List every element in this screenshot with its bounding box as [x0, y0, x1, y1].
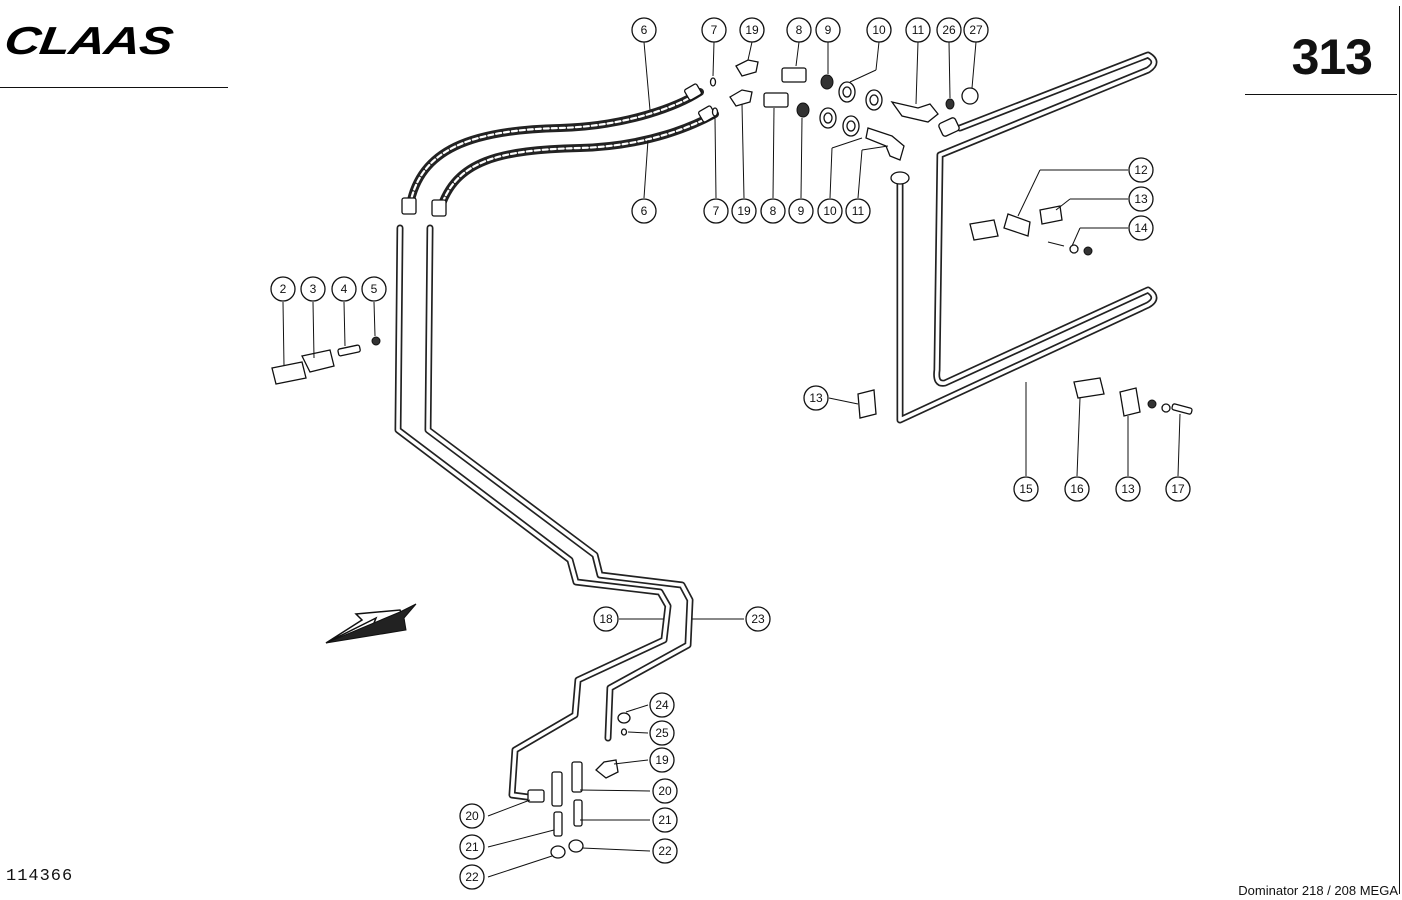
callout-17: 17	[1165, 476, 1191, 502]
callout-label: 9	[825, 23, 832, 37]
callout-label: 18	[599, 612, 613, 626]
callout-label: 24	[655, 698, 669, 712]
callout-9-top: 9	[815, 17, 841, 43]
callout-label: 10	[823, 204, 837, 218]
callout-24: 24	[649, 692, 675, 718]
pipe-15	[890, 51, 1158, 424]
part-callouts: 6 7 19 8 9 10 11 26 27 6 7 19 8 9 10 11 …	[270, 17, 1191, 890]
callout-label: 25	[655, 726, 669, 740]
callout-19-bottom: 19	[731, 198, 757, 224]
callout-26: 26	[936, 17, 962, 43]
callout-label: 26	[942, 23, 956, 37]
callout-11-top: 11	[905, 17, 931, 43]
callout-label: 11	[852, 204, 865, 218]
callout-label: 27	[969, 23, 983, 37]
callout-label: 13	[1134, 192, 1148, 206]
model-label: Dominator 218 / 208 MEGA	[1238, 883, 1398, 898]
callout-label: 21	[465, 840, 479, 854]
callout-label: 19	[655, 753, 669, 767]
callout-19-top: 19	[739, 17, 765, 43]
callout-3: 3	[300, 276, 326, 302]
clamp-parts-upper	[969, 205, 1093, 256]
callout-8-top: 8	[786, 17, 812, 43]
callout-label: 2	[280, 282, 287, 296]
callout-label: 7	[711, 23, 718, 37]
callout-22-left: 22	[459, 864, 485, 890]
callout-label: 15	[1019, 482, 1033, 496]
callout-21-right: 21	[652, 807, 678, 833]
callout-label: 4	[341, 282, 348, 296]
callout-27: 27	[963, 17, 989, 43]
callout-label: 8	[796, 23, 803, 37]
bracket-parts	[271, 336, 381, 385]
fitting-parts-lower	[527, 712, 631, 859]
page-border	[1399, 6, 1400, 894]
callout-7-top: 7	[701, 17, 727, 43]
callout-label: 6	[641, 23, 648, 37]
callout-label: 16	[1070, 482, 1084, 496]
callout-21-left: 21	[459, 834, 485, 860]
callout-label: 14	[1134, 221, 1148, 235]
callout-12: 12	[1128, 157, 1154, 183]
callout-label: 22	[465, 870, 479, 884]
callout-5: 5	[361, 276, 387, 302]
pipe-18	[394, 224, 672, 802]
callout-label: 10	[872, 23, 886, 37]
callout-label: 23	[751, 612, 765, 626]
fitting-parts-top	[709, 59, 979, 161]
callout-6-bottom: 6	[631, 198, 657, 224]
callout-label: 6	[641, 204, 648, 218]
page-number-rule	[1245, 94, 1397, 95]
callout-label: 13	[1121, 482, 1135, 496]
callout-label: 5	[371, 282, 378, 296]
callout-label: 12	[1134, 163, 1148, 177]
callout-label: 8	[770, 204, 777, 218]
callout-label: 3	[310, 282, 317, 296]
page-number: 313	[1291, 29, 1373, 85]
callout-13-left: 13	[803, 385, 829, 411]
callout-label: 17	[1171, 482, 1185, 496]
direction-arrow-icon	[325, 603, 417, 644]
drawing-number: 114366	[6, 867, 74, 886]
callout-10-bottom: 10	[817, 198, 843, 224]
callout-16: 16	[1064, 476, 1090, 502]
callout-label: 11	[912, 23, 925, 37]
callout-2: 2	[270, 276, 296, 302]
callout-label: 22	[658, 844, 672, 858]
callout-25: 25	[649, 720, 675, 746]
callout-6-top: 6	[631, 17, 657, 43]
callout-label: 7	[713, 204, 720, 218]
callout-22-right: 22	[652, 838, 678, 864]
callout-20-right: 20	[652, 778, 678, 804]
callout-label: 13	[809, 391, 823, 405]
callout-15: 15	[1013, 476, 1039, 502]
clamp-parts-lower	[857, 377, 1193, 419]
leader-lines	[282, 41, 1181, 878]
callout-label: 20	[465, 809, 479, 823]
callout-label: 9	[798, 204, 805, 218]
callout-label: 20	[658, 784, 672, 798]
callout-23: 23	[745, 606, 771, 632]
hydraulic-hoses	[401, 83, 719, 217]
callout-13-upper: 13	[1128, 186, 1154, 212]
callout-label: 19	[745, 23, 759, 37]
logo-rule	[0, 87, 228, 88]
callout-14: 14	[1128, 215, 1154, 241]
callout-13-lower: 13	[1115, 476, 1141, 502]
callout-label: 21	[658, 813, 672, 827]
callout-19-lower: 19	[649, 747, 675, 773]
callout-20-left: 20	[459, 803, 485, 829]
callout-9-bottom: 9	[788, 198, 814, 224]
pipe-23	[424, 224, 694, 742]
callout-4: 4	[331, 276, 357, 302]
callout-11-bottom: 11	[845, 198, 871, 224]
callout-label: 19	[737, 204, 751, 218]
callout-7-bottom: 7	[703, 198, 729, 224]
callout-8-bottom: 8	[760, 198, 786, 224]
callout-18: 18	[593, 606, 619, 632]
callout-10-top: 10	[866, 17, 892, 43]
